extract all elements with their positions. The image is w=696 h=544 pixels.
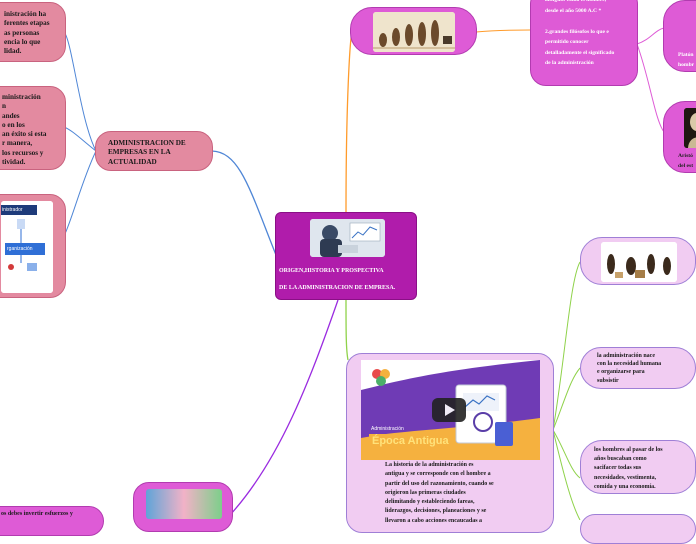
philosophers-note[interactable]: antiguos como el hombre, desde el año 50… <box>530 0 638 86</box>
play-button[interactable] <box>432 398 466 422</box>
link-note-aristo <box>637 44 664 132</box>
evolution-image-node[interactable] <box>350 7 477 55</box>
video-thumbnail[interactable]: Administración Época Antigua <box>361 360 540 460</box>
video-banner: Época Antigua <box>369 434 452 448</box>
central-node[interactable]: ORIGEN,HISTORIA Y PROSPECTIVA DE LA ADMI… <box>275 212 417 300</box>
right-bottom-node[interactable] <box>580 514 696 544</box>
philosophers-note-text: antiguos como el hombre, desde el año 50… <box>545 0 637 69</box>
office-desk-illustration <box>310 219 385 257</box>
left-top-note-text: inistración ha ferentes etapas as person… <box>4 10 66 56</box>
bottom-left-note[interactable]: os debes invertir esfuerzos y <box>0 506 104 536</box>
link-left-top <box>64 32 96 151</box>
ancient-workers-illustration <box>601 242 677 282</box>
ancient-era-card[interactable]: Administración Época Antigua La historia… <box>346 353 554 533</box>
link-note-platon <box>637 28 664 44</box>
left-mid-note[interactable]: ministración n andes o en los an éxito s… <box>0 86 66 170</box>
link-top-image <box>346 32 352 213</box>
central-photo <box>310 219 385 257</box>
aristoteles-bust <box>684 108 696 148</box>
link-card-right2 <box>553 368 580 430</box>
origin-text: la administración nace con la necesidad … <box>597 352 695 385</box>
needs-text-node[interactable]: los hombres al pasar de los años buscaba… <box>580 440 696 494</box>
org-chart-label-2: rganización <box>7 245 33 253</box>
left-mid-note-text: ministración n andes o en los an éxito s… <box>2 93 66 167</box>
aristoteles-label: Aristó del est <box>678 152 696 171</box>
left-branch-node[interactable]: ADMINISTRACION DE EMPRESAS EN LA ACTUALI… <box>95 131 213 171</box>
org-chart-image: inistrador rganización <box>1 201 53 293</box>
central-title-line1: ORIGEN,HISTORIA Y PROSPECTIVA <box>279 267 417 276</box>
left-branch-title: ADMINISTRACION DE EMPRESAS EN LA ACTUALI… <box>108 139 208 167</box>
link-bottom-card <box>346 300 348 360</box>
link-left-chart <box>64 151 96 236</box>
human-evolution-illustration <box>373 12 455 52</box>
workers-photo <box>601 242 677 282</box>
bottom-center-node[interactable] <box>133 482 233 532</box>
link-card-right1 <box>553 262 580 430</box>
needs-text: los hombres al pasar de los años buscaba… <box>594 446 694 492</box>
left-top-note[interactable]: inistración ha ferentes etapas as person… <box>0 2 66 62</box>
link-left-branch <box>212 151 276 255</box>
play-icon <box>445 404 455 416</box>
platon-label: Platón hombr <box>678 51 696 70</box>
ancient-era-text: La historia de la administración es anti… <box>385 461 551 526</box>
bust-illustration <box>684 108 696 148</box>
central-title-line2: DE LA ADMINISTRACION DE EMPRESA. <box>279 284 417 293</box>
evolution-photo <box>373 12 455 52</box>
video-banner-small: Administración <box>371 426 404 433</box>
bottom-left-note-text: os debes invertir esfuerzos y <box>1 510 104 519</box>
link-bottom-left <box>230 300 338 515</box>
origin-text-node[interactable]: la administración nace con la necesidad … <box>580 347 696 389</box>
bottom-center-photo <box>146 489 222 519</box>
link-card-right4 <box>553 430 580 520</box>
aristoteles-node[interactable]: Aristó del est <box>663 101 696 173</box>
org-chart-label-1: inistrador <box>2 206 23 214</box>
workers-image-node[interactable] <box>580 237 696 285</box>
platon-node[interactable]: Platón hombr <box>663 0 696 72</box>
link-card-right3 <box>553 430 580 478</box>
link-top-note <box>476 30 530 32</box>
left-chart-node[interactable]: inistrador rganización <box>0 194 66 298</box>
